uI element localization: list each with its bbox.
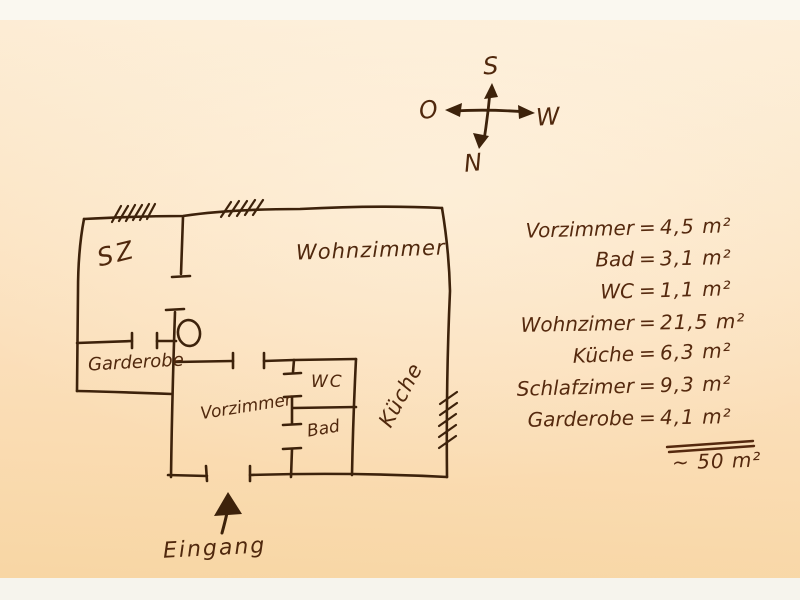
area-total: ~ 50 m²: [671, 447, 762, 475]
area-label: Küche: [572, 341, 635, 368]
area-label: Garderobe: [527, 405, 635, 432]
equals-sign: =: [638, 405, 656, 430]
compass-north-label: N: [462, 148, 484, 178]
area-value: 4,5 m²: [659, 213, 732, 240]
equals-sign: =: [638, 373, 657, 398]
compass-rose-icon: [445, 83, 535, 149]
compass-south-label: S: [482, 51, 500, 81]
area-label: WC: [599, 278, 635, 304]
area-row-wc: WC = 1,1 m²: [498, 276, 753, 307]
area-value: 9,3 m²: [659, 371, 732, 398]
equals-sign: =: [638, 278, 657, 303]
paper-background: [0, 20, 800, 578]
area-row-vorzimmer: Vorzimmer = 4,5 m²: [498, 213, 753, 244]
photo-bottom-border: [0, 578, 800, 600]
area-value: 1,1 m²: [659, 276, 732, 303]
window-hatch-icon: [110, 198, 459, 450]
area-value: 3,1 m²: [659, 245, 732, 271]
equals-sign: =: [638, 246, 656, 271]
compass-west-label: W: [535, 102, 561, 132]
equals-sign: =: [638, 310, 656, 335]
area-row-wohnzimmer: Wohnzimer = 21,5 m²: [498, 309, 752, 337]
area-value: 6,3 m²: [659, 338, 733, 365]
area-row-garderobe: Garderobe = 4,1 m²: [498, 404, 752, 432]
area-label: Schlafzimer: [516, 373, 635, 401]
entrance-arrow-icon: [214, 492, 242, 535]
area-value: 4,1 m²: [659, 404, 732, 430]
photo-top-border: [0, 0, 800, 20]
sum-double-underline: [665, 439, 756, 454]
area-label: Wohnzimer: [520, 310, 635, 337]
area-row-kueche: Küche = 6,3 m²: [498, 338, 753, 371]
equals-sign: =: [638, 340, 657, 366]
area-row-schlafzimmer: Schlafzimer = 9,3 m²: [498, 371, 753, 402]
area-value: 21,5 m²: [659, 308, 746, 335]
area-label: Bad: [595, 246, 635, 272]
room-label-wc: WC: [311, 372, 344, 392]
equals-sign: =: [638, 215, 657, 240]
area-row-bad: Bad = 3,1 m²: [498, 245, 752, 273]
area-label: Vorzimmer: [525, 215, 635, 243]
area-list: Vorzimmer = 4,5 m² Bad = 3,1 m² WC = 1,1…: [498, 213, 753, 476]
